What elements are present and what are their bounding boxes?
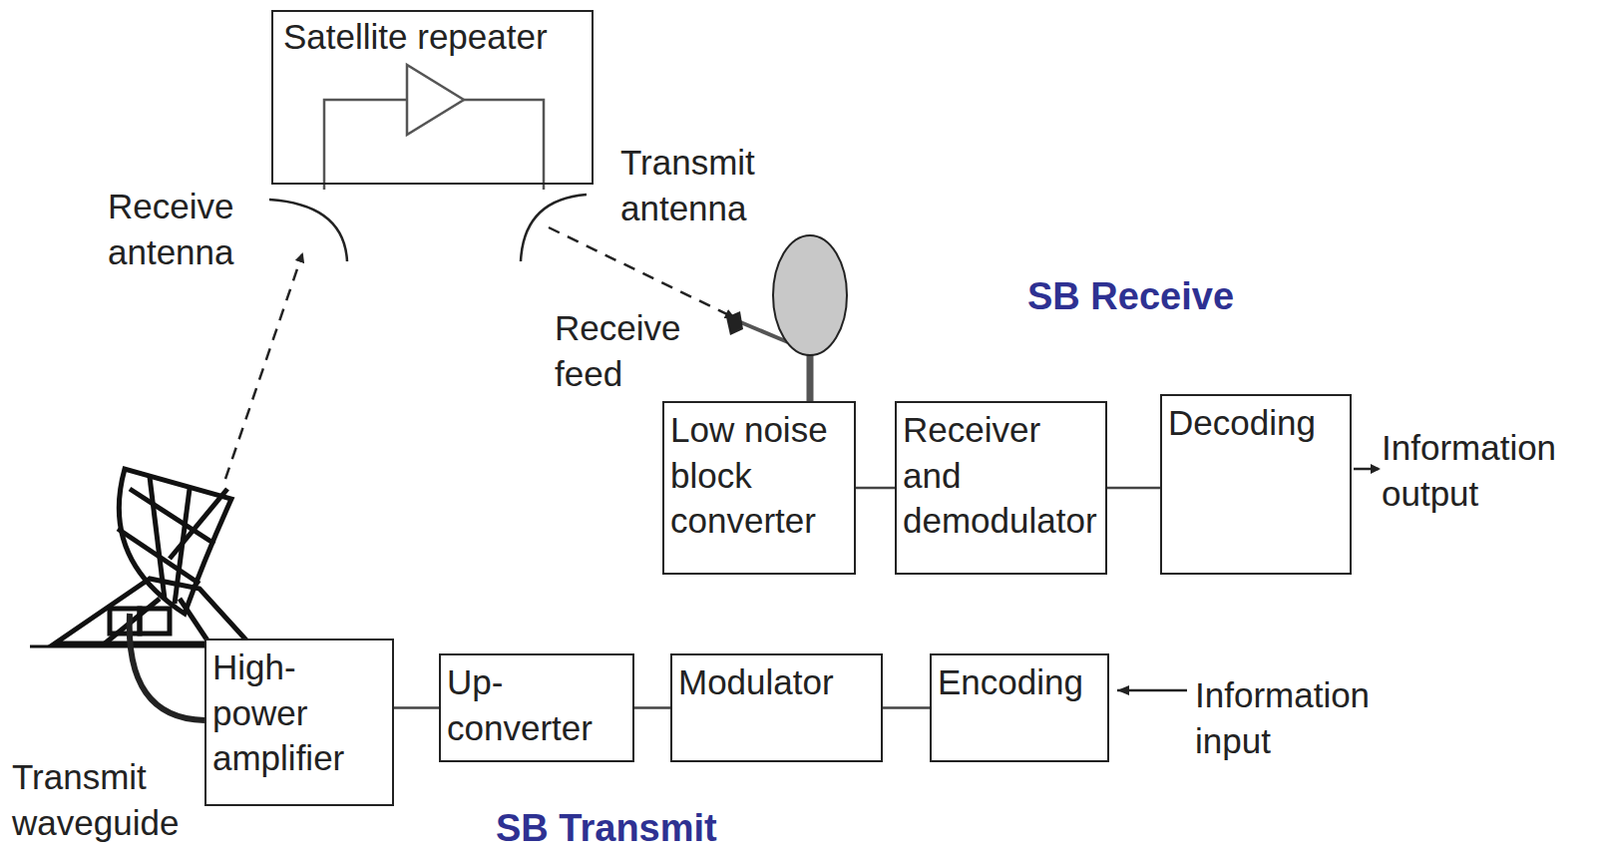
box-label: Up-converter xyxy=(446,659,627,751)
signal-line xyxy=(1107,486,1161,490)
part-label: Receive feed xyxy=(554,305,695,397)
signal-line xyxy=(855,486,895,490)
output-arrow xyxy=(1353,467,1379,471)
part-label: Transmit waveguide xyxy=(11,754,192,845)
uplink xyxy=(225,254,303,479)
box-label: Receiver and demodulator xyxy=(902,406,1100,544)
downlink xyxy=(548,227,734,318)
box-label: Satellite repeater xyxy=(283,13,548,60)
process-box: Up-converter xyxy=(438,653,635,763)
repeater-signal-path xyxy=(324,64,544,190)
signal-line xyxy=(394,706,439,710)
transmit-waveguide xyxy=(129,613,205,721)
part-label: Information output xyxy=(1381,424,1597,516)
process-box: Receiver and demodulator xyxy=(894,400,1108,575)
box-label: Low noise block converter xyxy=(670,406,848,544)
box-label: High-power amplifier xyxy=(212,644,387,782)
section-title: SB Transmit xyxy=(495,803,718,853)
part-label: Information input xyxy=(1195,672,1395,764)
process-box: Low noise block converter xyxy=(662,400,856,575)
process-box: Decoding xyxy=(1160,394,1352,575)
process-box: Modulator xyxy=(670,653,883,763)
part-label: Transmit antenna xyxy=(620,139,781,231)
ground-station-dish xyxy=(29,468,250,647)
transmit-antenna xyxy=(520,194,587,262)
box-label: Decoding xyxy=(1168,400,1316,446)
section-title: SB Receive xyxy=(1027,272,1234,322)
receive-dish xyxy=(726,235,847,401)
box-label: Modulator xyxy=(678,659,834,706)
receive-antenna xyxy=(269,199,348,262)
part-label: Receive antenna xyxy=(107,183,268,275)
box-label: Encoding xyxy=(937,659,1084,706)
input-arrow xyxy=(1117,689,1188,693)
process-box: Encoding xyxy=(929,653,1110,763)
repeater-box: Satellite repeater xyxy=(271,9,594,185)
signal-line xyxy=(882,706,930,710)
process-box: High-power amplifier xyxy=(204,638,395,806)
signal-line xyxy=(634,706,671,710)
